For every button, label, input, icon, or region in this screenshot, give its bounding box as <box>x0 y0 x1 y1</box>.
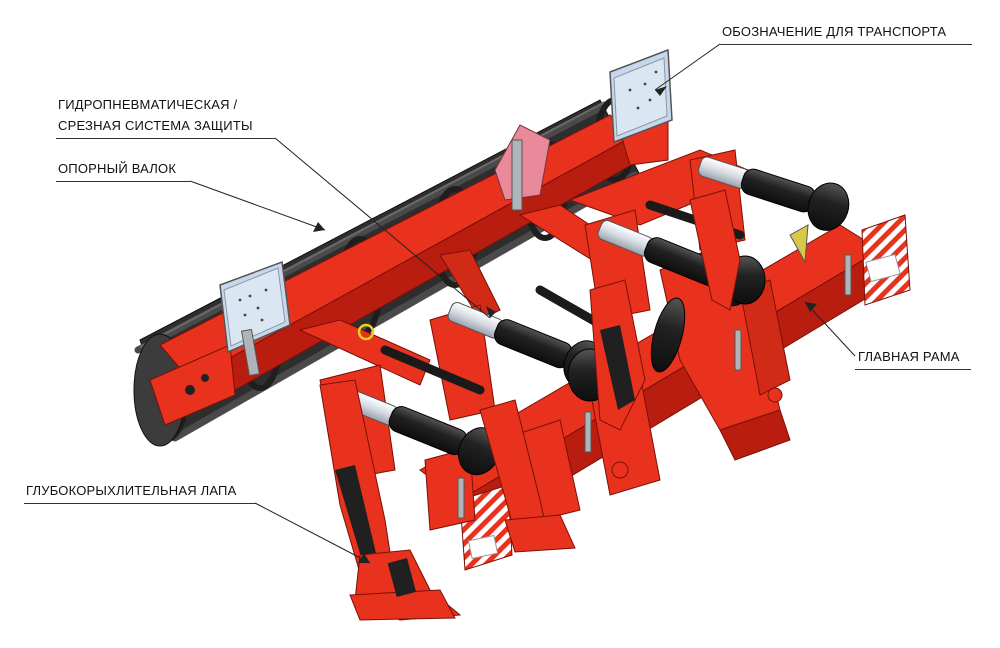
label-transport-underline <box>720 44 972 45</box>
label-protection-line2: СРЕЗНАЯ СИСТЕМА ЗАЩИТЫ <box>58 118 253 133</box>
leader-main-frame <box>804 301 856 357</box>
transport-plate-right <box>609 48 673 144</box>
tine-2 <box>479 399 576 553</box>
leader-roller <box>189 180 326 231</box>
label-transport-marking: ОБОЗНАЧЕНИЕ ДЛЯ ТРАНСПОРТА <box>722 24 947 39</box>
cylinder-4 <box>697 156 850 231</box>
label-protection-line1: ГИДРОПНЕВМАТИЧЕСКАЯ / <box>58 97 238 112</box>
leader-transport <box>654 43 721 91</box>
leader-arrowheads <box>313 86 817 563</box>
tine-3 <box>589 279 646 431</box>
label-subsoiler-tine: ГЛУБОКОРЫХЛИТЕЛЬНАЯ ЛАПА <box>26 483 237 498</box>
leader-lines <box>189 43 856 564</box>
leader-tine <box>254 502 371 564</box>
tine-front <box>319 379 462 621</box>
label-tine-underline <box>24 503 256 504</box>
label-protection-underline <box>56 138 276 139</box>
subsoiler-tines <box>319 189 741 621</box>
transport-plate-left <box>219 260 291 377</box>
tine-4 <box>689 189 741 311</box>
label-main-frame-underline <box>855 369 971 370</box>
label-support-roller: ОПОРНЫЙ ВАЛОК <box>58 161 177 176</box>
warning-plate <box>494 124 551 211</box>
label-roller-underline <box>56 181 190 182</box>
leader-protection <box>274 137 491 319</box>
label-main-frame: ГЛАВНАЯ РАМА <box>858 349 960 364</box>
